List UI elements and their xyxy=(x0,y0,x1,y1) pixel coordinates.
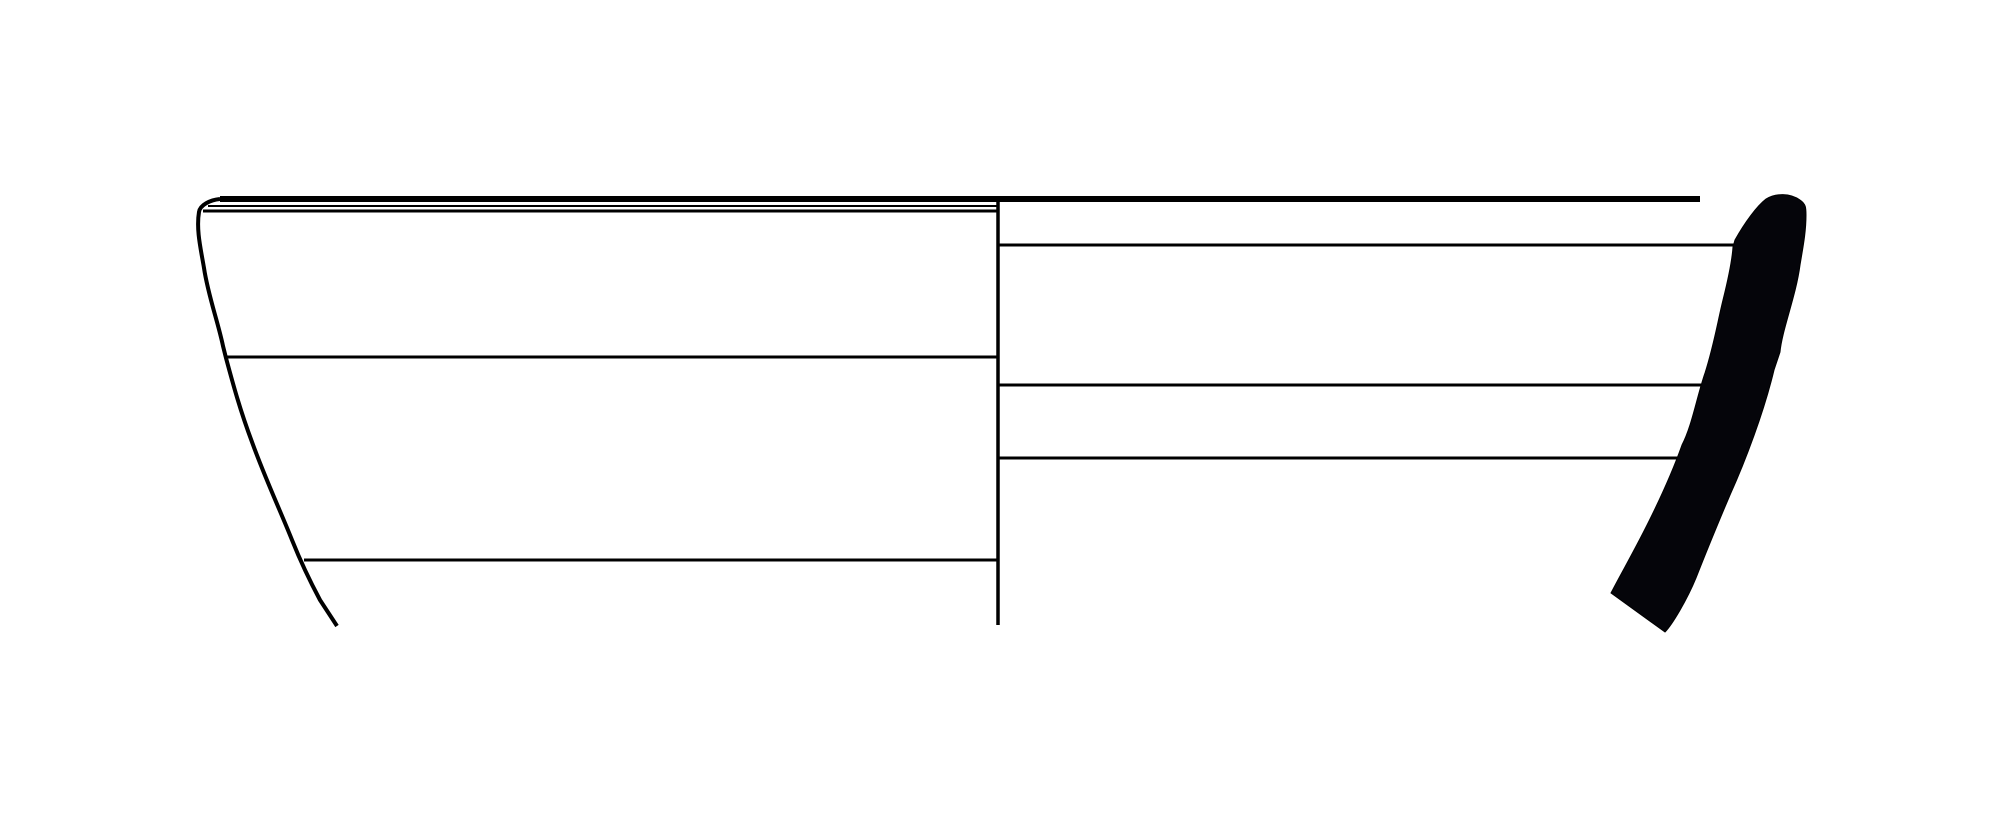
exterior-profile-outline xyxy=(196,197,339,628)
wall-cross-section xyxy=(1610,194,1807,633)
